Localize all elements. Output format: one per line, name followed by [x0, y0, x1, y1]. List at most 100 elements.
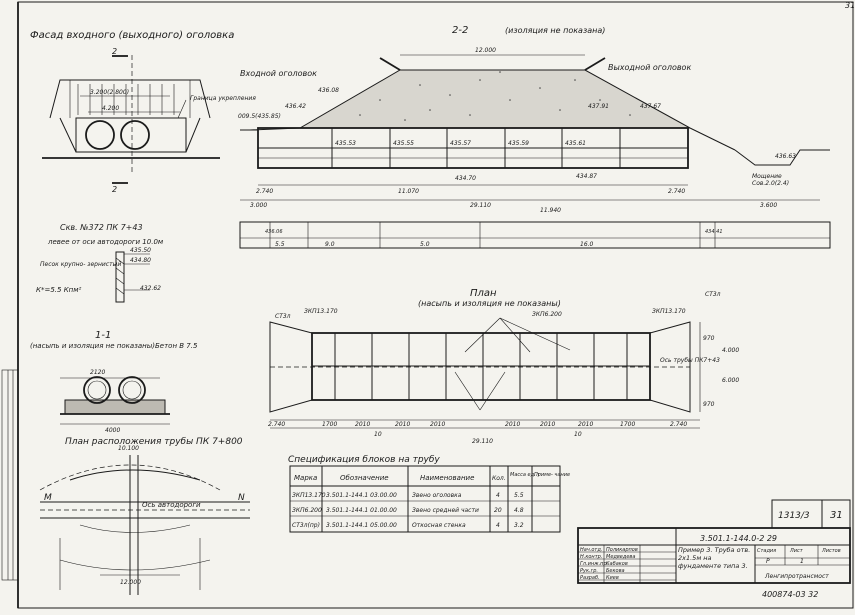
marker-n: N [238, 493, 245, 503]
road-axis-label: Ось автодороги [142, 501, 201, 509]
svg-text:2010: 2010 [540, 421, 555, 428]
svg-text:2010: 2010 [355, 421, 370, 428]
plan-location-dim-bottom: 12.000 [120, 579, 141, 586]
section-1-1-width1: 2120 [90, 369, 105, 376]
spec-r3-name: Откосная стенка [412, 522, 466, 529]
spec-r3-mark: СТ3л(пр) [292, 522, 320, 529]
svg-text:434.70: 434.70 [455, 175, 476, 182]
signer-3: Рук.гр. [580, 568, 598, 574]
stage-header-0: Стадия [757, 548, 776, 554]
margin-stamp [1, 369, 19, 581]
svg-text:009.5(435.85): 009.5(435.85) [238, 113, 281, 120]
signer-1: Н.контр. [580, 554, 602, 560]
svg-text:437.91: 437.91 [588, 103, 609, 110]
plan-label-zkp-left: ЗКП13.170 [304, 308, 338, 315]
stage-header-2: Листов [821, 548, 841, 554]
svg-text:1700: 1700 [322, 421, 337, 428]
plan-dim-right: 2.740 [670, 421, 687, 428]
concrete-label: Бетон В 7.5 [155, 342, 198, 350]
plan-label-ct3a-top: СТ3л [275, 313, 291, 320]
section-1-1-label: 1-1 [95, 330, 111, 341]
facade-dim-2: 4.200 [102, 105, 119, 112]
corner-mark: 31 [845, 1, 855, 10]
facade-title: Фасад входного (выходного) оголовка [30, 30, 234, 41]
spec-r2-mass: 4.8 [514, 507, 524, 514]
facade-view: 2 2 3.200(2.800) 4.200 Граница укреплени… [42, 47, 256, 194]
svg-text:2: 2 [112, 47, 117, 56]
spec-r3-designation: 3.501.1-144.1 05.00.00 [326, 522, 397, 529]
plan-label-ct3a-right: СТ3л [705, 291, 721, 298]
soil-coef: К*=5.5 Кпм² [36, 286, 82, 294]
spec-h-name: Наименование [420, 474, 474, 482]
svg-text:11.070: 11.070 [398, 188, 419, 195]
spec-r3-mass: 3.2 [514, 522, 524, 529]
name-2: Кабаков [606, 561, 628, 567]
plan-dim-left: 2.740 [268, 421, 285, 428]
soil-type: Песок крупно- зернистый [40, 261, 121, 268]
plan-view: 1700 2010 2010 2010 2010 2010 2010 1700 … [269, 317, 715, 438]
dim-base-left: 3.000 [250, 202, 267, 209]
svg-text:435.53: 435.53 [335, 140, 356, 147]
spec-r3-qty: 4 [496, 522, 500, 529]
svg-text:16.0: 16.0 [580, 241, 594, 248]
name-0: Поликарпов [606, 547, 638, 553]
plan-note: (насыпь и изоляция не показаны) [418, 299, 561, 308]
svg-text:437.67: 437.67 [640, 103, 661, 110]
plan-title: План [470, 288, 497, 299]
plan-width-2: 6.000 [722, 377, 739, 384]
spec-r2-qty: 20 [494, 507, 502, 514]
name-1: Медведева [606, 554, 635, 560]
svg-text:Сов.2.0(2.4): Сов.2.0(2.4) [752, 180, 789, 187]
spec-r2-name: Звено средней части [412, 507, 479, 514]
sheet-description: Пример 3. Труба отв. 2х1.5м на фундамент… [678, 546, 751, 570]
svg-text:2010: 2010 [505, 421, 520, 428]
dim-lower-total: 11.940 [540, 207, 561, 214]
svg-text:436.08: 436.08 [318, 87, 339, 94]
dim-total-section: 29.110 [470, 202, 491, 209]
entrance-head-label: Входной оголовок [240, 69, 317, 78]
facade-wall-label: Граница укрепления [190, 95, 256, 102]
svg-text:970: 970 [703, 335, 715, 342]
svg-text:Мощение: Мощение [752, 173, 782, 180]
borehole-sub: левее от оси автодороги 10.0м [47, 238, 164, 246]
title-block [577, 499, 851, 584]
soil-elev-3: 432.62 [140, 285, 161, 292]
plan-location-view [39, 455, 250, 595]
svg-text:435.59: 435.59 [508, 140, 529, 147]
spec-h-mass: Масса ед. т [510, 472, 541, 478]
facade-dim-1: 3.200(2.800) [90, 89, 129, 96]
svg-text:435.61: 435.61 [565, 140, 586, 147]
section-2-2-label: 2-2 [452, 25, 468, 36]
section-2-2-note: (изоляция не показана) [505, 26, 605, 35]
svg-text:436.06: 436.06 [265, 229, 283, 235]
dim-left-2740: 2.740 [256, 188, 273, 195]
plan-width-1: 4.000 [722, 347, 739, 354]
soil-column [115, 251, 150, 303]
signer-0: Нач.отд. [580, 547, 602, 553]
spec-title: Спецификация блоков на трубу [288, 455, 440, 465]
signer-4: Разраб. [580, 575, 600, 581]
svg-text:2010: 2010 [430, 421, 445, 428]
plan-dim-total: 29.110 [472, 438, 493, 445]
svg-text:1700: 1700 [620, 421, 635, 428]
svg-text:970: 970 [703, 401, 715, 408]
svg-text:435.55: 435.55 [393, 140, 414, 147]
svg-text:10: 10 [374, 431, 382, 438]
dim-right-2740: 2.740 [668, 188, 685, 195]
spec-r2-designation: 3.501.1-144.1 01.00.00 [326, 507, 397, 514]
svg-text:436.42: 436.42 [285, 103, 306, 110]
plan-location-title: План расположения трубы ПК 7+800 [65, 437, 243, 447]
signer-2: Гл.инж.пр. [580, 561, 608, 567]
dim-base-right: 3.600 [760, 202, 777, 209]
footer-code: 400874-03 32 [762, 590, 818, 599]
spec-r1-designation: 3.501.1-144.1 03.00.00 [326, 492, 397, 499]
soil-elev-1: 435.50 [130, 247, 151, 254]
plan-label-zkp-mid: ЗКП6.200 [532, 311, 562, 318]
soil-elev-2: 434.80 [130, 257, 151, 264]
spec-r1-name: Звено оголовка [412, 492, 462, 499]
section-2-2-view: 435.53 435.55 435.57 435.59 435.61 436.0… [238, 54, 830, 214]
spec-h-note: Приме- чание [534, 472, 570, 478]
svg-text:2010: 2010 [395, 421, 410, 428]
plan-label-zkp-right: ЗКП13.170 [652, 308, 686, 315]
